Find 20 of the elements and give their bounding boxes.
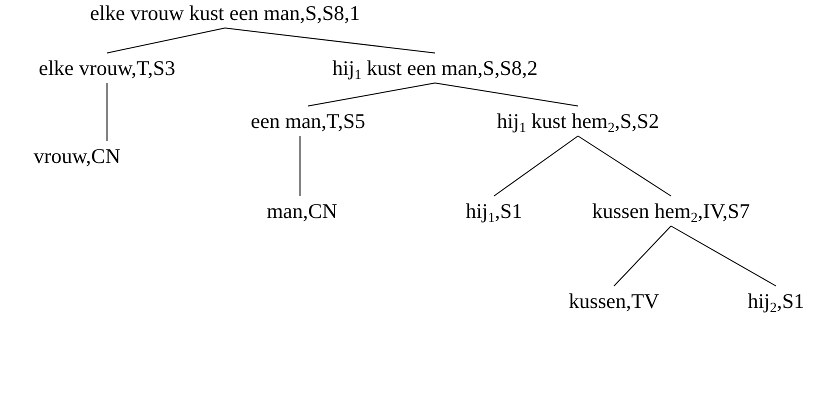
tree-node-label: hij$_{1}$,S1: [464, 196, 524, 226]
tree-node-label: hij$_{1}$ kust hem$_{2}$,S,S2: [494, 106, 662, 136]
tree-branch-line: [670, 226, 776, 286]
tree-branch-line: [578, 136, 672, 196]
tree-node-label: vrouw,CN: [32, 141, 122, 171]
tree-branch-line: [308, 82, 436, 106]
tree-node-label: hij$_{1}$ kust een man,S,S8,2: [330, 53, 540, 83]
tree-node-label: kussen,TV: [566, 286, 662, 316]
tree-branch-line: [494, 136, 578, 196]
tree-branch-line: [106, 28, 226, 54]
tree-branch-line: [106, 82, 108, 142]
tree-node-label: elke vrouw,T,S3: [36, 53, 178, 83]
tree-branch-line: [224, 28, 436, 54]
tree-branch-line: [434, 82, 578, 106]
tree-node-label: een man,T,S5: [248, 106, 368, 136]
tree-node-label: kussen hem$_{2}$,IV,S7: [590, 196, 752, 226]
tree-node-label: elke vrouw kust een man,S,S8,1: [88, 0, 362, 28]
tree-node-label: man,CN: [264, 196, 340, 226]
tree-branch-line: [614, 226, 672, 286]
tree-node-label: hij$_{2}$,S1: [746, 286, 806, 316]
